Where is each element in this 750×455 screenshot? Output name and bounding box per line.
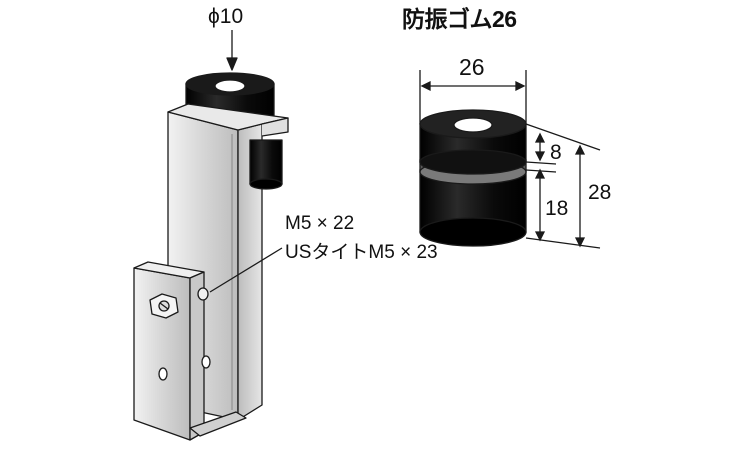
plate-hole — [158, 367, 168, 381]
dim-18-arrow-top — [534, 168, 546, 179]
dim-28-arrow-bottom — [574, 237, 586, 248]
width-arrow-right — [515, 80, 526, 92]
bracket-top-lip — [261, 117, 289, 137]
top-rubber-hole — [214, 79, 246, 93]
phi-arrow-head — [226, 57, 238, 71]
width-arrow-left — [420, 80, 431, 92]
dim-8-arrow-top — [534, 132, 546, 143]
screw-head — [197, 287, 209, 301]
rubber-lower-bottom — [419, 217, 527, 247]
height-total-label: 28 — [588, 181, 612, 204]
dim-8-arrow-bottom — [534, 151, 546, 162]
phi-label: ϕ10 — [208, 5, 244, 28]
upper-block-base — [419, 149, 527, 175]
rear-rubber-base — [249, 178, 283, 190]
ext-top — [525, 123, 601, 151]
screw-spec-line2: USタイトM5 × 23 — [285, 242, 438, 263]
width-label: 26 — [459, 54, 485, 80]
clamp-bend — [189, 411, 247, 437]
ext-mid — [525, 161, 557, 165]
dim-28-arrow-top — [574, 144, 586, 155]
screw-spec-line1: M5 × 22 — [285, 213, 355, 234]
rubber-detail — [419, 70, 601, 249]
rubber-center-hole — [453, 117, 493, 133]
rubber-title: 防振ゴム26 — [402, 6, 517, 32]
rear-rubber — [249, 139, 283, 185]
bolt-slot — [159, 302, 169, 310]
side-hole — [201, 355, 211, 369]
bracket-assembly — [133, 30, 289, 441]
height-lower-label: 18 — [545, 197, 569, 220]
height-small-label: 8 — [550, 141, 562, 164]
screw-leader — [209, 247, 283, 293]
dim-18-arrow-bottom — [534, 231, 546, 242]
ext-bottom — [525, 237, 601, 249]
